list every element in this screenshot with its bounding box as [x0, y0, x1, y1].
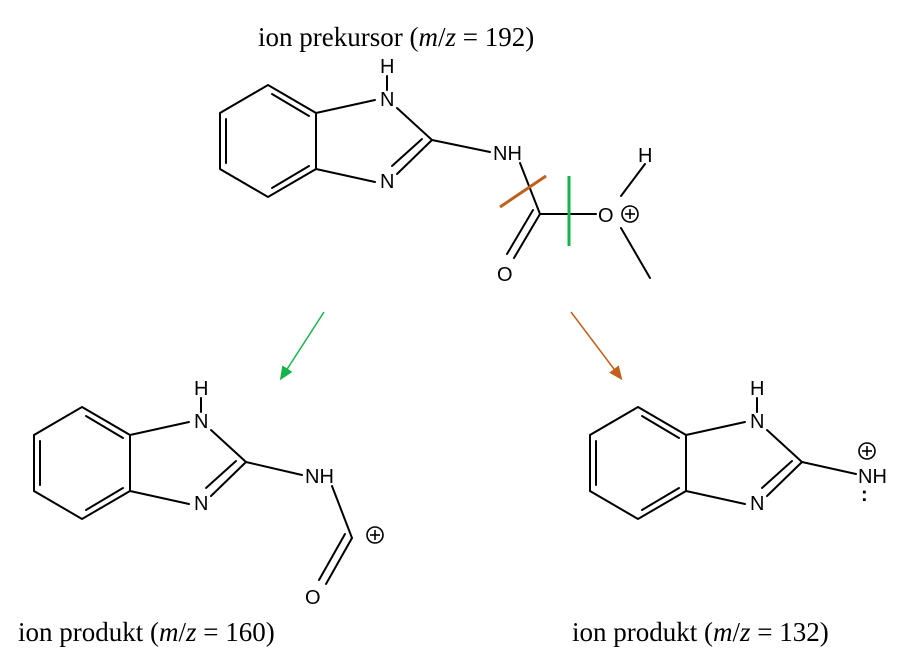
- left-product-caption: ion produkt (m/z = 160): [18, 617, 275, 647]
- right-c-n-bond: [801, 461, 857, 475]
- left-plus-charge-icon: [366, 526, 384, 544]
- right-imidazole-ring: [685, 397, 803, 505]
- precursor-plus-charge-icon: [621, 205, 639, 223]
- right-lone-pair: :: [861, 484, 868, 506]
- precursor-amide-nh: NH: [493, 143, 522, 165]
- precursor-caption: ion prekursor (m/z = 192): [258, 22, 534, 52]
- precursor-molecule: H N N NH O O H: [219, 56, 652, 286]
- left-ring-n-top: N: [194, 411, 208, 433]
- right-product-molecule: H N N NH :: [589, 378, 887, 521]
- left-amide-nh: NH: [305, 466, 334, 488]
- left-benzene-ring: [33, 405, 131, 521]
- precursor-ring-n-top: N: [380, 89, 394, 111]
- precursor-ring-h: H: [380, 56, 394, 78]
- precursor-side-chain: [431, 139, 651, 279]
- right-ring-h: H: [750, 378, 764, 400]
- left-side-chain: [245, 461, 353, 585]
- right-product-caption: ion produkt (m/z = 132): [572, 617, 829, 647]
- precursor-benzene-ring: [219, 83, 317, 199]
- precursor-ester-o: O: [598, 205, 614, 227]
- precursor-carbonyl-o: O: [497, 264, 513, 286]
- right-amine-nh: NH: [858, 466, 887, 488]
- orange-cleavage-mark: [499, 174, 547, 209]
- right-benzene-ring: [589, 405, 687, 521]
- right-ring-n-bottom: N: [750, 493, 764, 515]
- green-fragmentation-arrow: [279, 311, 325, 381]
- precursor-ring-n-bottom: N: [380, 171, 394, 193]
- left-carbonyl-o: O: [305, 587, 321, 609]
- right-ring-n-top: N: [750, 411, 764, 433]
- precursor-imidazole-ring: [315, 75, 433, 183]
- precursor-oh-h: H: [638, 145, 652, 167]
- right-plus-charge-icon: [858, 442, 876, 460]
- left-ring-h: H: [194, 378, 208, 400]
- orange-fragmentation-arrow: [570, 311, 623, 381]
- left-ring-n-bottom: N: [194, 493, 208, 515]
- left-imidazole-ring: [129, 397, 247, 505]
- left-product-molecule: H N N NH O: [33, 378, 384, 609]
